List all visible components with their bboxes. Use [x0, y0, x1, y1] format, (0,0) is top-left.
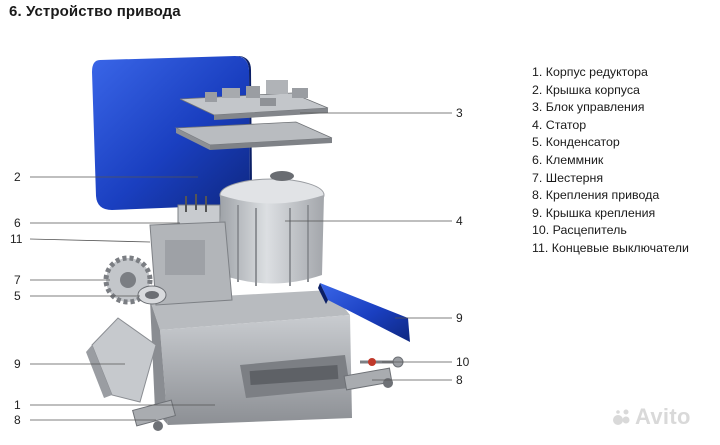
leader-11: [29, 238, 151, 243]
legend-item-housing-cover: 2. Крышка корпуса: [532, 82, 640, 97]
legend-item-gear: 7. Шестерня: [532, 170, 604, 185]
diagram-title: 6. Устройство привода: [9, 3, 181, 20]
callout-11: 11: [10, 232, 23, 246]
callout-10: 10: [456, 355, 470, 369]
callout-7: 7: [14, 273, 21, 287]
stator-part: [219, 171, 325, 286]
control-unit-part: [174, 80, 333, 150]
drive-mount-right-part: [343, 367, 393, 391]
callout-8-left: 8: [14, 413, 21, 427]
callout-3: 3: [456, 106, 463, 120]
avito-logo-icon: [613, 409, 630, 425]
legend-item-drive-mounts: 8. Крепления привода: [532, 188, 660, 203]
gearbox-housing-part: [150, 290, 352, 425]
callout-6: 6: [14, 216, 21, 230]
callout-2: 2: [14, 170, 21, 184]
callout-5: 5: [14, 289, 21, 303]
callout-9-right: 9: [456, 311, 463, 325]
mount-cover-right-part: [318, 283, 410, 342]
callout-4: 4: [456, 214, 463, 228]
legend-item-mount-cover: 9. Крышка крепления: [532, 205, 656, 220]
legend-item-stator: 4. Статор: [532, 117, 587, 132]
legend-item-release: 10. Расцепитель: [532, 223, 627, 238]
legend-item-gearbox-housing: 1. Корпус редуктора: [532, 65, 648, 79]
watermark-logo: Avito: [612, 404, 691, 430]
mount-cover-left-part: [86, 317, 157, 403]
capacitor-part: [137, 285, 167, 305]
legend-item-control-unit: 3. Блок управления: [532, 100, 645, 115]
legend-item-terminal-block: 6. Клеммник: [532, 152, 604, 167]
callout-9-left: 9: [14, 357, 21, 371]
legend-item-capacitor: 5. Конденсатор: [532, 135, 620, 150]
legend-item-limit-switches: 11. Концевые выключатели: [532, 240, 689, 255]
limit-switches-part: [149, 221, 233, 306]
leader-lines: [29, 112, 452, 421]
callout-8-right: 8: [456, 373, 463, 387]
parts-legend: 1. Корпус редуктора 2. Крышка корпуса 3.…: [532, 64, 689, 258]
callout-1: 1: [14, 398, 21, 412]
watermark-text: Avito: [635, 404, 691, 429]
